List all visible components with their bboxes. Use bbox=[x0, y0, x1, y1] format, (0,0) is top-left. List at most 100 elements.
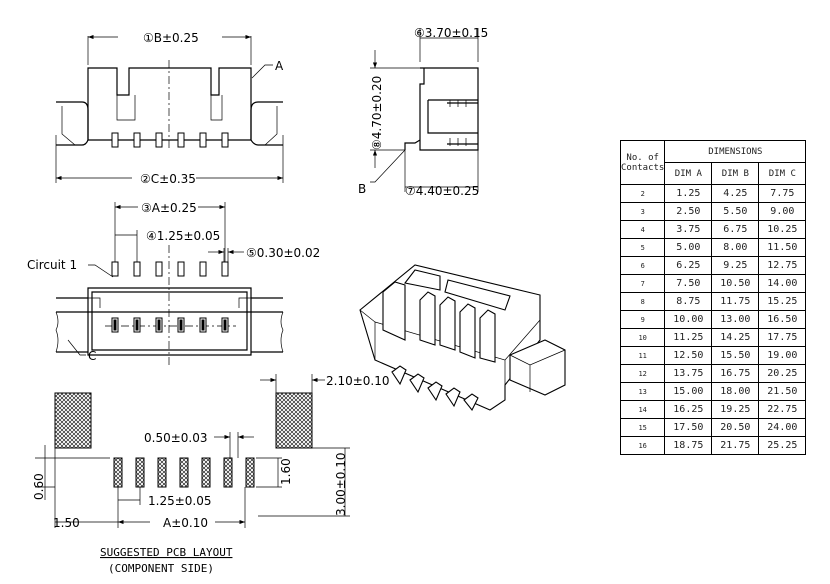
dimension-cell: 3.75 bbox=[664, 220, 713, 239]
dimension-cell: 15.25 bbox=[758, 292, 807, 311]
dimension-cell: 11.25 bbox=[664, 328, 713, 347]
side-view: ⑥3.70±0.15 ⑧4.70±0.20 ⑦4.40±0.25 B bbox=[358, 26, 488, 198]
circuit-1-label: Circuit 1 bbox=[27, 258, 77, 272]
front-view: ①B±0.25 ②C±0.35 A bbox=[55, 31, 284, 186]
dimension-cell: 13.75 bbox=[664, 364, 713, 383]
dimension-cell: 11.50 bbox=[758, 238, 807, 257]
dimension-cell: 18.00 bbox=[711, 382, 760, 401]
total-length-label: 3.00±0.10 bbox=[334, 453, 348, 517]
dimension-cell: 11.75 bbox=[711, 292, 760, 311]
bottom-view: ③A±0.25 ④1.25±0.05 ⑤0.30±0.02 Circuit 1 … bbox=[27, 201, 320, 365]
pcb-layout: 2.10±0.10 0.50±0.03 1.60 3.00±0.10 0.60 … bbox=[32, 374, 390, 575]
dimension-cell: 6.75 bbox=[711, 220, 760, 239]
dimension-cell: 12.75 bbox=[758, 256, 807, 275]
front-pin bbox=[177, 132, 185, 148]
pcb-signal-pad bbox=[201, 457, 211, 488]
pcb-pitch-label: 1.25±0.05 bbox=[148, 494, 212, 508]
pitch-label: ④1.25±0.05 bbox=[146, 229, 220, 243]
pad-size-label: 0.50±0.03 bbox=[144, 431, 208, 445]
dimension-cell: 9.00 bbox=[758, 202, 807, 221]
dimension-cell: 21.75 bbox=[711, 436, 760, 455]
bottom-pin-top bbox=[199, 261, 207, 277]
dimension-cell: 20.25 bbox=[758, 364, 807, 383]
pcb-layout-title: SUGGESTED PCB LAYOUT bbox=[100, 546, 233, 559]
contacts-cell: 10 bbox=[619, 328, 666, 347]
dimension-cell: 19.25 bbox=[711, 400, 760, 419]
pin-width-label: ⑤0.30±0.02 bbox=[246, 246, 320, 260]
dimension-cell: 10.00 bbox=[664, 310, 713, 329]
bottom-pin-top bbox=[133, 261, 141, 277]
contacts-cell: 6 bbox=[619, 256, 666, 275]
dimension-cell: 5.00 bbox=[664, 238, 713, 257]
contacts-cell: 5 bbox=[619, 238, 666, 257]
dimension-cell: 14.25 bbox=[711, 328, 760, 347]
dimensions-header: DIMENSIONS bbox=[664, 140, 807, 163]
pcb-signal-pad bbox=[245, 457, 255, 488]
pcb-layout-subtitle: (COMPONENT SIDE) bbox=[108, 562, 214, 575]
label-b: B bbox=[358, 182, 366, 196]
pcb-mount-pad-right bbox=[275, 392, 313, 449]
dimensions-table: No. of Contacts DIMENSIONS DIM A DIM B D… bbox=[619, 140, 807, 455]
contacts-cell: 11 bbox=[619, 346, 666, 365]
depth-label: ⑥3.70±0.15 bbox=[414, 26, 488, 40]
bottom-pin-core bbox=[113, 319, 117, 331]
bottom-pin-core bbox=[201, 319, 205, 331]
bottom-pin-top bbox=[221, 261, 229, 277]
isometric-view bbox=[359, 264, 566, 412]
span-label: A±0.10 bbox=[163, 516, 208, 530]
bottom-pin-core bbox=[135, 319, 139, 331]
pcb-signal-pad bbox=[157, 457, 167, 488]
dimension-cell: 6.25 bbox=[664, 256, 713, 275]
pcb-signal-pad bbox=[179, 457, 189, 488]
contacts-cell: 2 bbox=[619, 184, 666, 203]
front-pin bbox=[111, 132, 119, 148]
height-label: ⑧4.70±0.20 bbox=[370, 76, 384, 150]
dimension-cell: 25.25 bbox=[758, 436, 807, 455]
bottom-pin-top bbox=[111, 261, 119, 277]
dimension-cell: 7.50 bbox=[664, 274, 713, 293]
label-a: A bbox=[275, 59, 284, 73]
dim-b-label: ①B±0.25 bbox=[143, 31, 199, 45]
dim-c-label: ②C±0.35 bbox=[140, 172, 196, 186]
dimension-cell: 10.25 bbox=[758, 220, 807, 239]
dimension-cell: 16.75 bbox=[711, 364, 760, 383]
dimension-cell: 8.00 bbox=[711, 238, 760, 257]
dimension-cell: 16.25 bbox=[664, 400, 713, 419]
front-pin bbox=[155, 132, 163, 148]
dimension-cell: 19.00 bbox=[758, 346, 807, 365]
contacts-cell: 4 bbox=[619, 220, 666, 239]
pad-width-label: 2.10±0.10 bbox=[326, 374, 390, 388]
bottom-pin-top bbox=[177, 261, 185, 277]
column-header: DIM C bbox=[758, 162, 807, 185]
contacts-cell: 7 bbox=[619, 274, 666, 293]
dimension-cell: 4.25 bbox=[711, 184, 760, 203]
dimension-cell: 15.00 bbox=[664, 382, 713, 401]
offset-label: 0.60 bbox=[32, 473, 46, 500]
column-header: DIM A bbox=[664, 162, 713, 185]
edge-label: 1.50 bbox=[53, 516, 80, 530]
dimension-cell: 9.25 bbox=[711, 256, 760, 275]
dimension-cell: 13.00 bbox=[711, 310, 760, 329]
label-c: C bbox=[88, 349, 96, 363]
pad-length-label: 1.60 bbox=[279, 458, 293, 485]
contacts-cell: 3 bbox=[619, 202, 666, 221]
dimension-cell: 2.50 bbox=[664, 202, 713, 221]
bottom-pin-core bbox=[223, 319, 227, 331]
contacts-cell: 13 bbox=[619, 382, 666, 401]
front-pin bbox=[199, 132, 207, 148]
dimension-cell: 24.00 bbox=[758, 418, 807, 437]
contacts-cell: 9 bbox=[619, 310, 666, 329]
dimension-cell: 16.50 bbox=[758, 310, 807, 329]
bottom-pin-top bbox=[155, 261, 163, 277]
